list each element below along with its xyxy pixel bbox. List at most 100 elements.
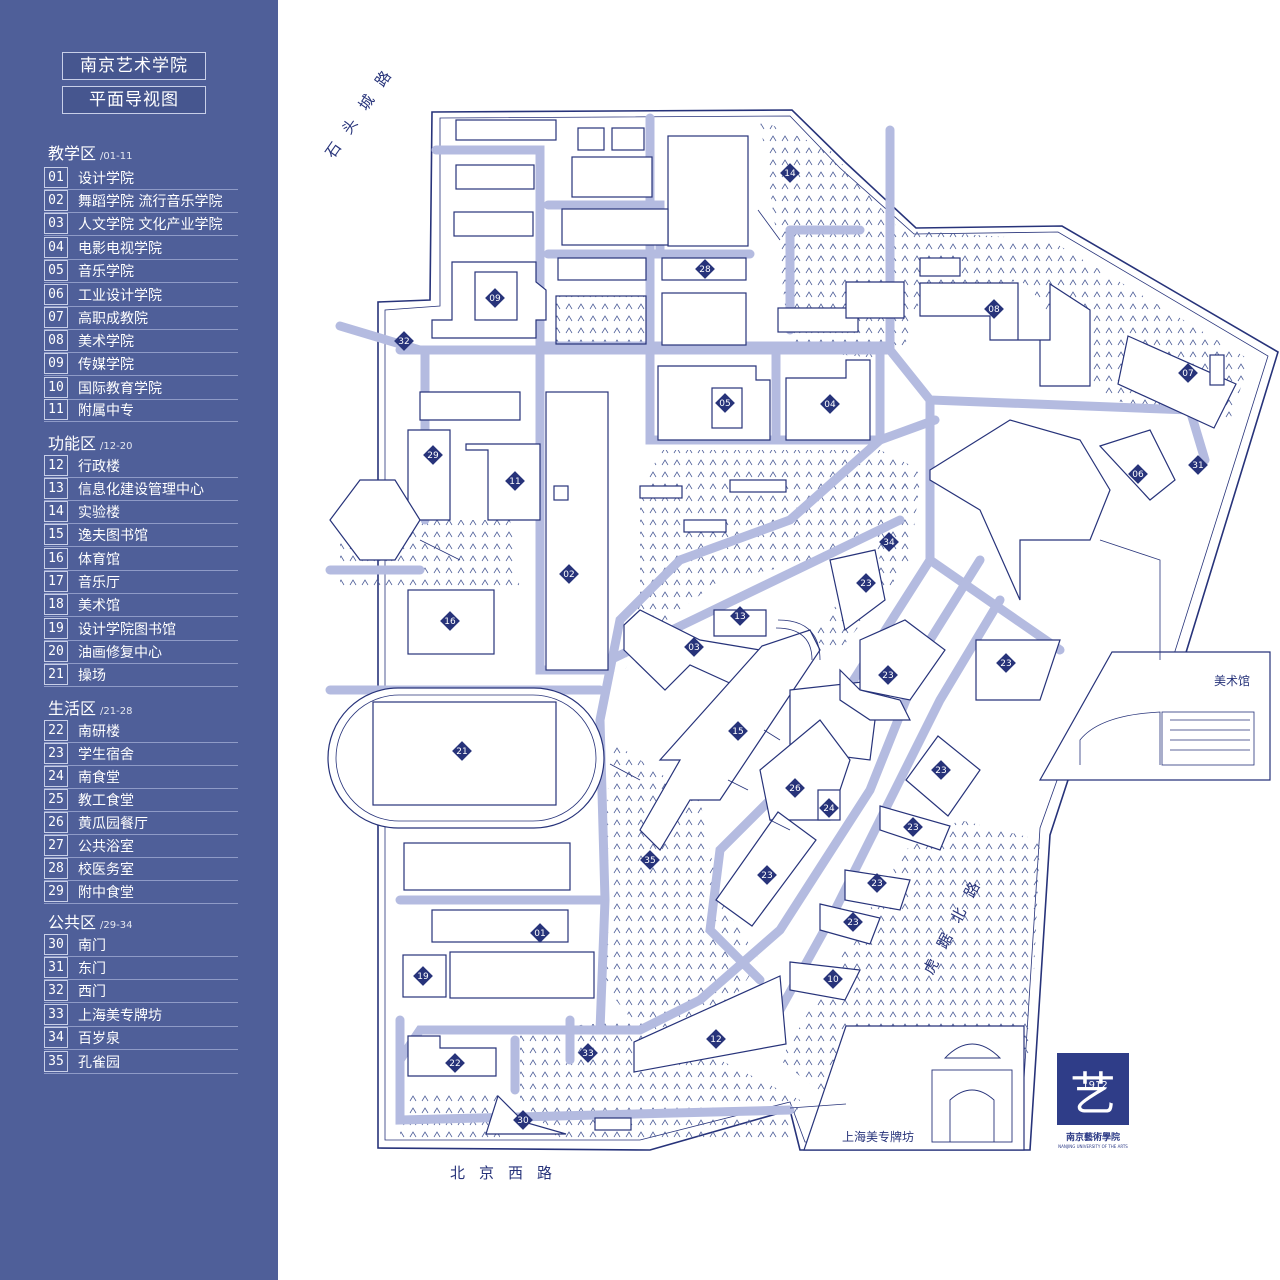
building-marker[interactable]: 34	[879, 532, 899, 552]
building-marker[interactable]: 16	[440, 611, 460, 631]
building-marker[interactable]: 03	[684, 637, 704, 657]
marker-number: 13	[734, 612, 745, 622]
marker-number: 23	[860, 579, 871, 589]
marker-number: 03	[688, 643, 699, 653]
legend-item-name: 南研楼	[78, 724, 120, 740]
marker-diamond	[730, 606, 750, 626]
building-marker[interactable]: 11	[505, 471, 525, 491]
arch-drawing	[931, 1043, 1013, 1143]
building-marker[interactable]: 35	[640, 850, 660, 870]
marker-number: 15	[732, 727, 743, 737]
legend-item-number: 16	[44, 548, 68, 569]
legend-item-name: 公共浴室	[78, 839, 134, 855]
building-marker[interactable]: 01	[530, 923, 550, 943]
building-marker[interactable]: 08	[984, 299, 1004, 319]
marker-diamond	[931, 760, 951, 780]
building-marker[interactable]: 28	[695, 259, 715, 279]
legend-item-name: 人文学院 文化产业学院	[78, 217, 223, 233]
building-marker[interactable]: 30	[513, 1110, 533, 1130]
building-marker[interactable]: 07	[1178, 363, 1198, 383]
building-marker[interactable]: 19	[413, 966, 433, 986]
legend-item[interactable]: 34 百岁泉	[44, 1027, 238, 1050]
building-marker[interactable]: 14	[780, 163, 800, 183]
building-marker[interactable]: 23	[867, 873, 887, 893]
building-marker[interactable]: 23	[878, 665, 898, 685]
marker-diamond	[823, 969, 843, 989]
building-marker[interactable]: 15	[728, 721, 748, 741]
building-marker[interactable]: 23	[843, 912, 863, 932]
legend-item-name: 百岁泉	[78, 1031, 120, 1047]
marker-number: 33	[582, 1049, 593, 1059]
building-marker[interactable]: 32	[394, 331, 414, 351]
building-marker[interactable]: 23	[996, 653, 1016, 673]
section-name: 功能区	[48, 434, 97, 453]
building-marker[interactable]: 24	[819, 798, 839, 818]
building-marker[interactable]: 06	[1128, 464, 1148, 484]
campus-inner-line	[384, 115, 1269, 1143]
marker-diamond	[640, 850, 660, 870]
legend-item-name: 美术学院	[78, 334, 134, 350]
building-marker[interactable]: 10	[823, 969, 843, 989]
building-marker[interactable]: 13	[730, 606, 750, 626]
legend-item-number: 18	[44, 594, 68, 615]
building-marker[interactable]: 09	[485, 288, 505, 308]
building-marker[interactable]: 31	[1188, 455, 1208, 475]
marker-diamond	[485, 288, 505, 308]
marker-number: 07	[1182, 369, 1193, 379]
marker-number: 22	[449, 1059, 460, 1069]
legend-item-number: 02	[44, 190, 68, 211]
building-marker[interactable]: 26	[785, 778, 805, 798]
building-marker[interactable]: 33	[578, 1043, 598, 1063]
building-marker[interactable]: 02	[559, 564, 579, 584]
marker-number: 34	[883, 538, 895, 548]
building-marker[interactable]: 23	[856, 573, 876, 593]
legend-item-number: 12	[44, 455, 68, 476]
building-marker[interactable]: 22	[445, 1053, 465, 1073]
building-marker[interactable]: 04	[820, 394, 840, 414]
marker-diamond	[867, 873, 887, 893]
building-marker[interactable]: 23	[931, 760, 951, 780]
building-marker[interactable]: 05	[715, 393, 735, 413]
building-marker[interactable]: 23	[757, 865, 777, 885]
building-marker[interactable]: 12	[706, 1029, 726, 1049]
legend-item-number: 34	[44, 1027, 68, 1048]
building-marker[interactable]: 21	[452, 741, 472, 761]
building-marker[interactable]: 23	[903, 817, 923, 837]
building-marker[interactable]: 29	[423, 445, 443, 465]
marker-number: 23	[907, 823, 918, 833]
